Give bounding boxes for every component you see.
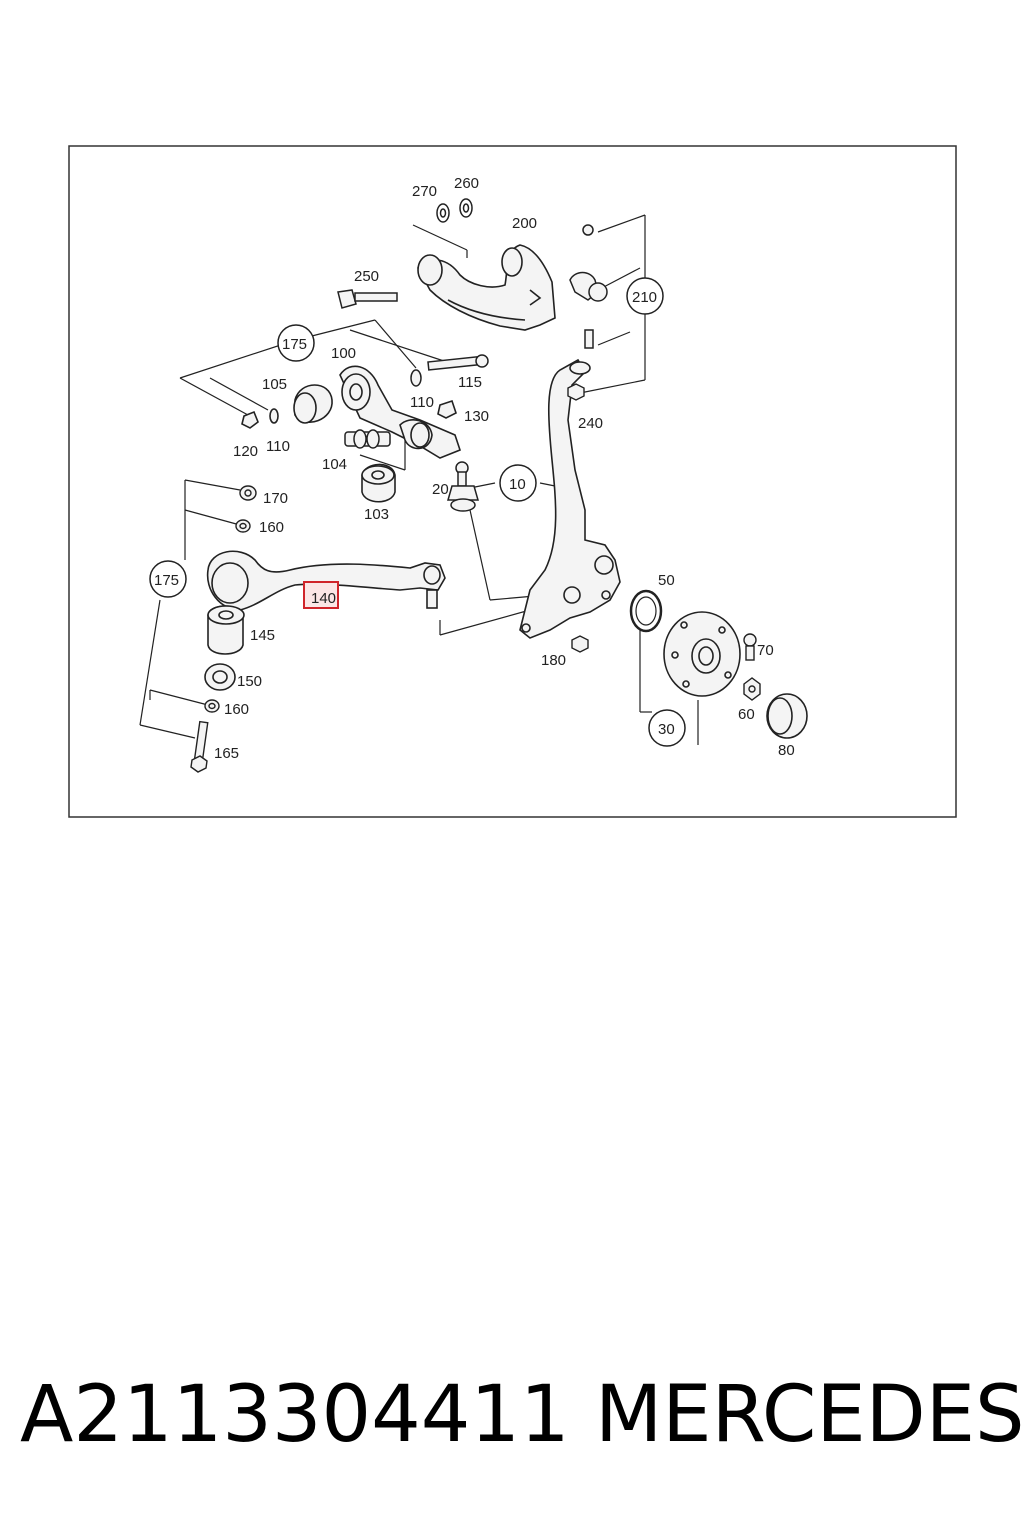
callout-circle-30: [648, 709, 686, 747]
diagram-frame: [68, 145, 957, 818]
label-250: 250: [354, 268, 379, 285]
label-100: 100: [331, 345, 356, 362]
label-170: 170: [263, 490, 288, 507]
label-145: 145: [250, 627, 275, 644]
caption: A2113304411 MERCEDES: [20, 1370, 1024, 1480]
label-160-bottom: 160: [224, 701, 249, 718]
label-165: 165: [214, 745, 239, 762]
label-50: 50: [658, 572, 675, 589]
ball-joint-icon: [569, 224, 608, 349]
highlight-box-140: [303, 581, 339, 609]
nut-icon: [567, 383, 589, 653]
steering-knuckle-icon: [519, 358, 621, 639]
label-150: 150: [237, 673, 262, 690]
label-105: 105: [262, 376, 287, 393]
brand-name: MERCEDES: [595, 1370, 1024, 1460]
label-160-top: 160: [259, 519, 284, 536]
ball-joint-icon: [447, 461, 479, 512]
label-20: 20: [432, 481, 449, 498]
label-104: 104: [322, 456, 347, 473]
label-120: 120: [233, 443, 258, 460]
bolt-icon: [743, 633, 757, 661]
callout-circle-10: [499, 464, 537, 502]
washer-icon: [204, 485, 257, 713]
bolt-icon: [410, 354, 489, 387]
suspension-parts-diagram: 270 260 200 250 210 175 100 115 105 110 …: [68, 145, 957, 818]
bolt-icon: [190, 720, 209, 773]
label-115: 115: [458, 374, 482, 391]
label-80: 80: [778, 742, 795, 759]
bushing-pin-icon: [344, 429, 391, 449]
label-110-right: 110: [410, 394, 434, 411]
label-175-bottom: 175: [154, 572, 179, 589]
callout-circle-175-top: [277, 324, 315, 362]
part-number: A2113304411: [20, 1370, 570, 1460]
bushing-icon: [207, 605, 245, 655]
nut-icon: [743, 677, 761, 701]
label-175-top: 175: [282, 336, 307, 353]
bushing-icon: [361, 463, 396, 503]
label-200: 200: [512, 215, 537, 232]
label-60: 60: [738, 706, 755, 723]
callout-circle-210: [626, 277, 664, 315]
callout-circle-175-bottom: [149, 560, 187, 598]
label-103: 103: [364, 506, 389, 523]
label-110-left: 110: [266, 438, 290, 455]
washer-icon: [436, 198, 473, 223]
label-10: 10: [509, 476, 526, 493]
lower-control-arm-icon: [206, 550, 446, 611]
control-arm-bushing-icon: [241, 365, 461, 459]
bolt-icon: [337, 289, 398, 309]
label-260: 260: [454, 175, 479, 192]
label-210: 210: [632, 289, 657, 306]
label-240: 240: [578, 415, 603, 432]
label-130: 130: [464, 408, 489, 425]
label-30: 30: [658, 721, 675, 738]
hub-cap-icon: [766, 693, 808, 739]
upper-control-arm-icon: [417, 244, 556, 331]
label-270: 270: [412, 183, 437, 200]
label-180: 180: [541, 652, 566, 669]
bushing-ring-icon: [204, 663, 236, 691]
label-70: 70: [757, 642, 774, 659]
seal-ring-icon: [629, 589, 663, 633]
label-140: 140: [311, 590, 336, 607]
wheel-hub-icon: [663, 611, 741, 697]
